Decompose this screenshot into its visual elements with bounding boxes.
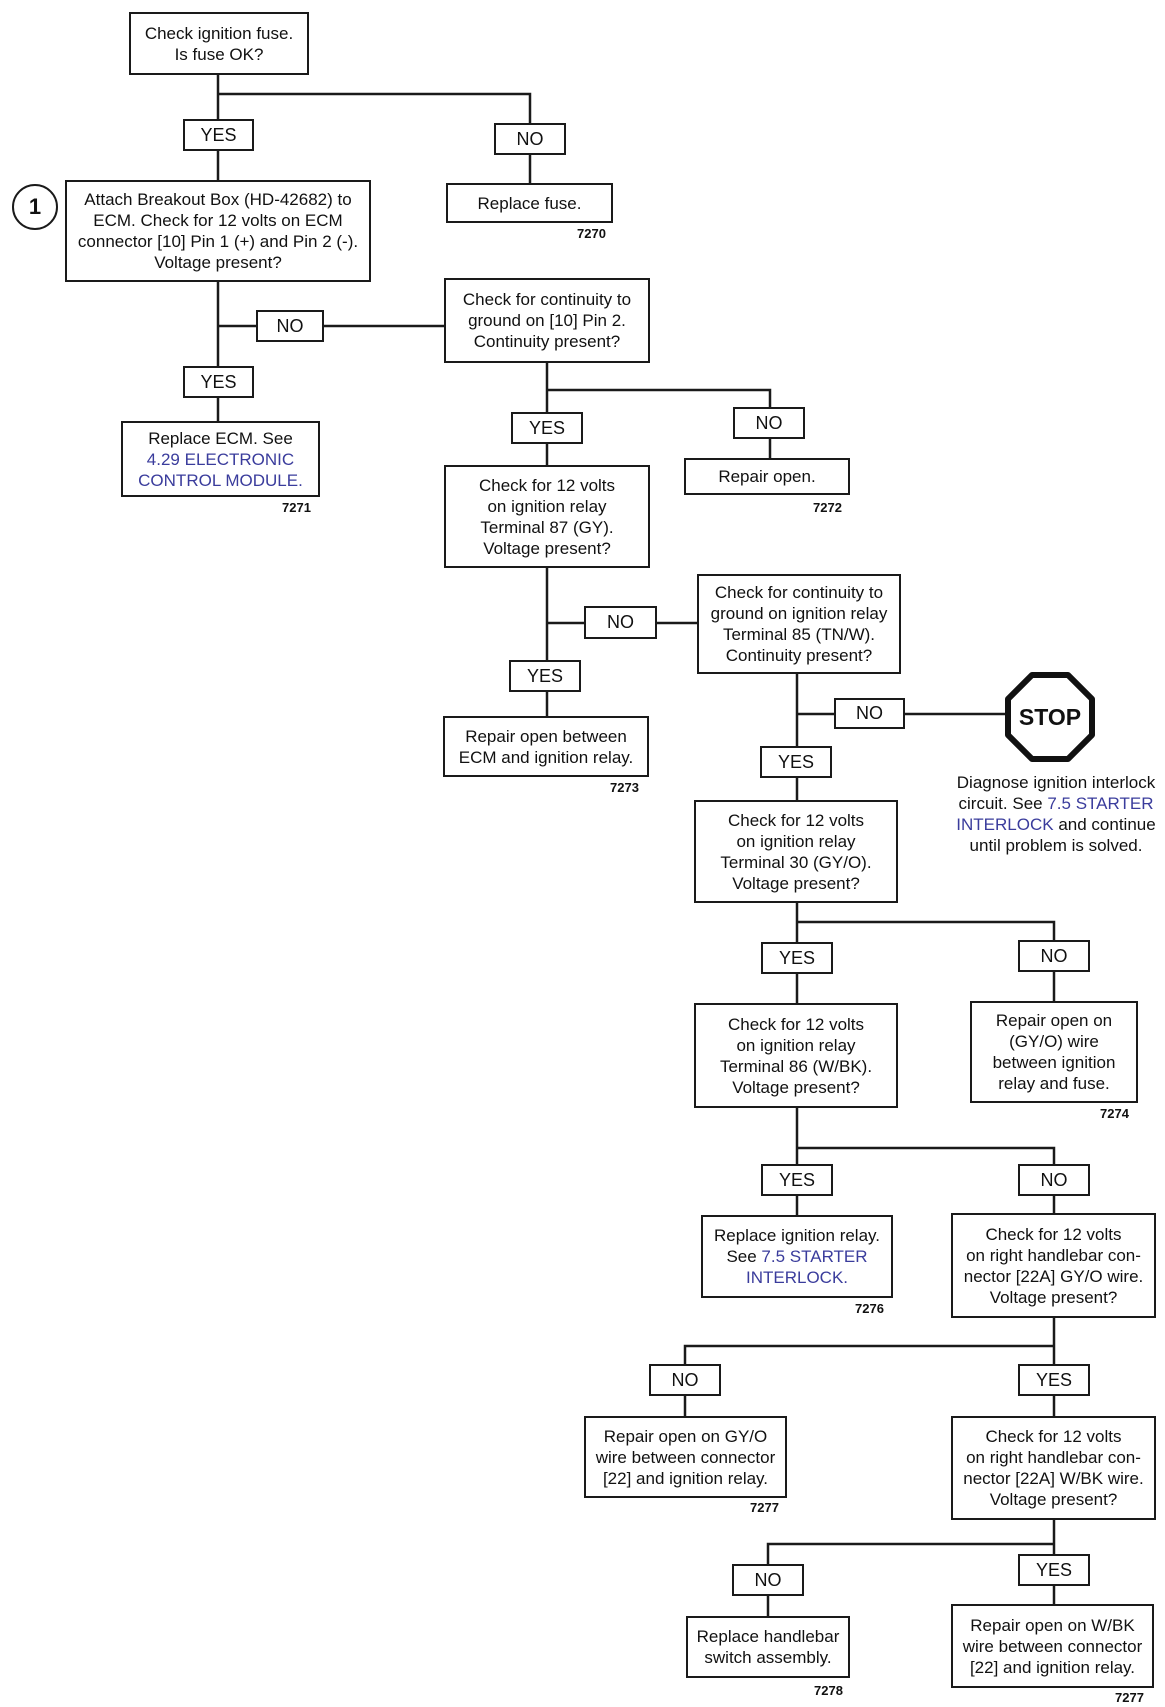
handlebar-wbk-check-text: Check for 12 volts on right handlebar co… (963, 1427, 1144, 1509)
yes-label: YES (761, 942, 833, 974)
replace-relay-box: Replace ignition relay. See 7.5 STARTER … (701, 1215, 893, 1298)
pin2-continuity-box: Check for continuity to ground on [10] P… (444, 278, 650, 363)
repair-ecm-relay-text: Repair open between ECM and ignition rel… (458, 726, 634, 767)
terminal-85-continuity-text: Check for continuity to ground on igniti… (710, 583, 888, 665)
repair-ecm-relay-box: Repair open between ECM and ignition rel… (443, 716, 649, 777)
replace-switch-text: Replace handlebar switch assembly. (696, 1627, 840, 1667)
repair-gyo-22-box: Repair open on GY/O wire between connect… (584, 1416, 787, 1498)
stop-sign-icon: STOP (1005, 672, 1095, 762)
stop-sign-text: STOP (1019, 704, 1081, 730)
yes-label: YES (511, 412, 583, 444)
repair-gyo-fuse-box: Repair open on (GY/O) wire between ignit… (970, 1001, 1138, 1103)
no-label: NO (649, 1364, 721, 1396)
breakout-box-check: Attach Breakout Box (HD-42682) to ECM. C… (65, 180, 371, 282)
no-label: NO (494, 123, 566, 155)
terminal-30-check-text: Check for 12 volts on ignition relay Ter… (720, 810, 872, 893)
terminal-30-check-box: Check for 12 volts on ignition relay Ter… (694, 800, 898, 903)
yes-label: YES (1018, 1554, 1090, 1586)
stop-interlock-link[interactable]: 7.5 STARTER INTERLOCK (956, 794, 1154, 834)
yes-label: YES (183, 366, 254, 398)
handlebar-wbk-check-box: Check for 12 volts on right handlebar co… (951, 1416, 1156, 1520)
starter-interlock-link[interactable]: 7.5 STARTER INTERLOCK. (745, 1247, 868, 1287)
replace-fuse-text: Replace fuse. (477, 193, 582, 213)
stop-instruction-text: Diagnose ignition interlock circuit. See (956, 773, 1156, 813)
no-label: NO (732, 1564, 804, 1596)
fuse-check-text: Check ignition fuse. Is fuse OK? (144, 23, 294, 64)
ref-code: 7277 (1115, 1690, 1144, 1705)
stop-instruction-tail: and continue until problem is solved. (969, 815, 1156, 855)
ref-code: 7274 (1100, 1106, 1129, 1121)
repair-open-text: Repair open. (718, 467, 816, 486)
replace-switch-box: Replace handlebar switch assembly. (686, 1616, 850, 1678)
replace-ecm-box: Replace ECM. See 4.29 ELECTRONIC CONTROL… (121, 421, 320, 497)
replace-relay-text: Replace ignition relay. See (714, 1226, 880, 1266)
yes-label: YES (1018, 1364, 1090, 1396)
repair-wbk-22-box: Repair open on W/BK wire between connect… (951, 1604, 1154, 1688)
no-label: NO (256, 310, 324, 342)
no-label: NO (733, 407, 805, 439)
repair-wbk-22-text: Repair open on W/BK wire between connect… (962, 1615, 1143, 1677)
no-label: NO (834, 698, 905, 729)
no-label: NO (1018, 1164, 1090, 1196)
breakout-box-text: Attach Breakout Box (HD-42682) to ECM. C… (77, 190, 359, 272)
ref-code: 7278 (814, 1683, 843, 1698)
ref-code: 7270 (577, 226, 606, 241)
ref-code: 7272 (813, 500, 842, 515)
terminal-85-continuity-box: Check for continuity to ground on igniti… (697, 574, 901, 674)
yes-label: YES (761, 1164, 833, 1196)
ref-code: 7276 (855, 1301, 884, 1316)
terminal-86-check-box: Check for 12 volts on ignition relay Ter… (694, 1003, 898, 1108)
fuse-check-box: Check ignition fuse. Is fuse OK? (129, 12, 309, 75)
replace-fuse-box: Replace fuse. (446, 183, 613, 223)
repair-open-box: Repair open. (684, 458, 850, 495)
step-marker: 1 (12, 184, 58, 230)
repair-gyo-fuse-text: Repair open on (GY/O) wire between ignit… (992, 1011, 1116, 1093)
yes-label: YES (183, 119, 254, 151)
ref-code: 7273 (610, 780, 639, 795)
handlebar-gyo-check-box: Check for 12 volts on right handlebar co… (951, 1213, 1156, 1318)
terminal-87-check-box: Check for 12 volts on ignition relay Ter… (444, 465, 650, 568)
terminal-87-check-text: Check for 12 volts on ignition relay Ter… (478, 475, 616, 558)
pin2-continuity-text: Check for continuity to ground on [10] P… (462, 290, 632, 351)
no-label: NO (1018, 940, 1090, 972)
yes-label: YES (760, 746, 832, 778)
ecm-manual-link[interactable]: 4.29 ELECTRONIC CONTROL MODULE. (138, 449, 303, 490)
replace-ecm-text: Replace ECM. See (148, 428, 293, 448)
ref-code: 7277 (750, 1500, 779, 1515)
terminal-86-check-text: Check for 12 volts on ignition relay Ter… (719, 1014, 873, 1097)
handlebar-gyo-check-text: Check for 12 volts on right handlebar co… (963, 1224, 1144, 1307)
ref-code: 7271 (282, 500, 311, 515)
repair-gyo-22-text: Repair open on GY/O wire between connect… (595, 1426, 776, 1488)
no-label: NO (584, 606, 657, 639)
yes-label: YES (509, 660, 581, 692)
stop-instruction: Diagnose ignition interlock circuit. See… (950, 772, 1162, 856)
